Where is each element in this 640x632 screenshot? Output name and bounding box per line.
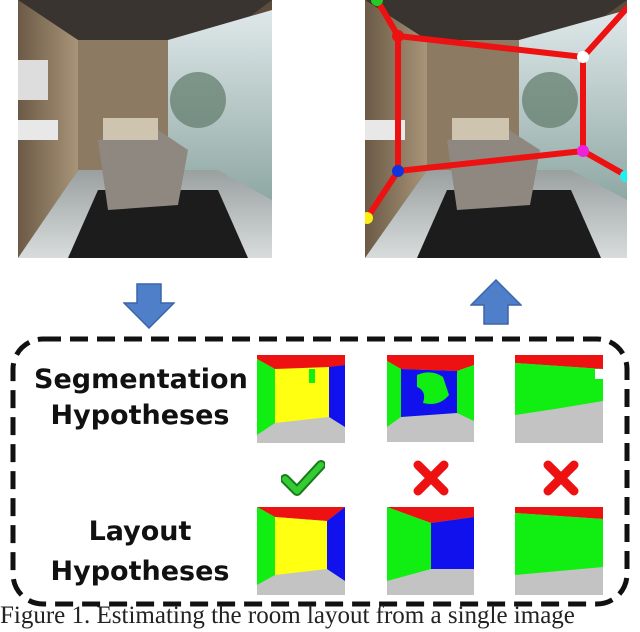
segmentation-label-line1: Segmentation [34, 364, 248, 395]
corner-point [620, 170, 627, 182]
segmentation-hypothesis-1 [257, 355, 345, 443]
up-arrow-icon [470, 279, 522, 325]
cross-icon [413, 460, 449, 496]
corner-point [577, 145, 589, 157]
segmentation-hypothesis-3 [515, 355, 603, 443]
cross-icon [543, 460, 579, 496]
segmentation-label-line2: Hypotheses [50, 400, 230, 431]
layout-label-line2: Hypotheses [50, 556, 230, 587]
layout-lines [365, 0, 627, 221]
layout-label: Layout Hypotheses [34, 512, 246, 592]
segmentation-hypothesis-2 [387, 355, 474, 442]
input-room-photo [18, 0, 272, 258]
corner-point [371, 0, 383, 6]
layout-estimate-photo [365, 0, 627, 258]
segmentation-label: Segmentation Hypotheses [34, 362, 248, 434]
layout-hypothesis-3 [515, 507, 603, 595]
corner-point [392, 30, 404, 42]
down-arrow-icon [123, 283, 175, 329]
layout-hypothesis-2 [387, 507, 474, 595]
layout-label-line1: Layout [88, 516, 192, 547]
hypotheses-frame [10, 336, 630, 607]
corner-point [577, 51, 589, 63]
check-icon [281, 460, 325, 496]
figure-caption: Figure 1. Estimating the room layout fro… [0, 602, 575, 629]
corner-point [392, 165, 404, 177]
layout-hypothesis-1 [257, 507, 345, 595]
corner-point [365, 212, 373, 224]
